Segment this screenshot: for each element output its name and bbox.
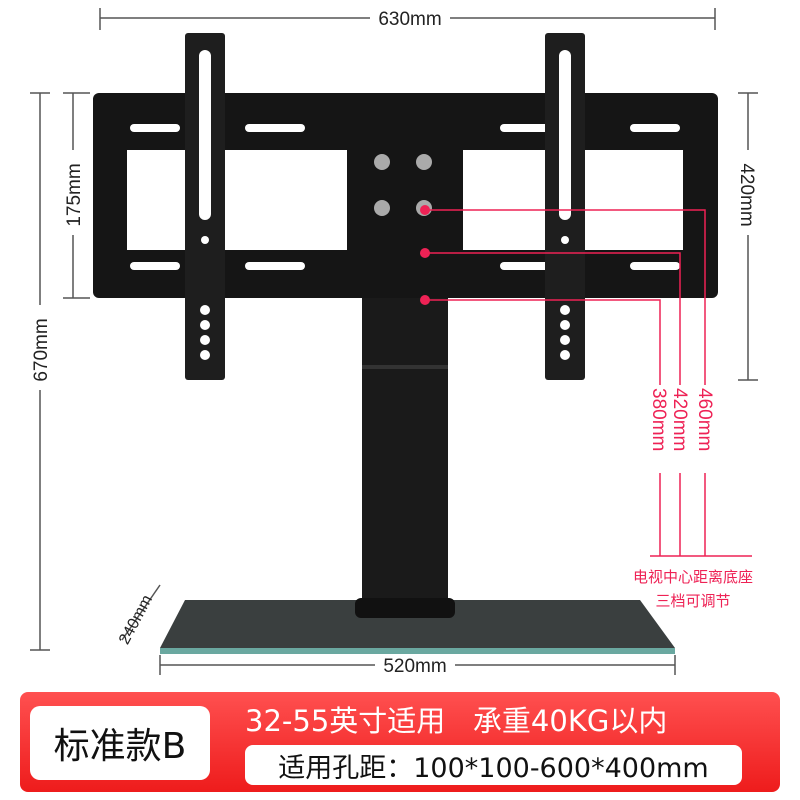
center-note-line1: 电视中心距离底座 (633, 568, 753, 586)
width-label: 630mm (378, 9, 441, 30)
vesa-brackets (185, 33, 585, 380)
base-width-label: 520mm (383, 656, 446, 677)
plate-height-label: 175mm (64, 163, 85, 226)
center-height-420: 420mm (669, 388, 690, 451)
base-depth-label: 240mm (116, 592, 156, 647)
total-height-label: 670mm (31, 318, 52, 381)
center-note-line2: 三档可调节 (655, 592, 730, 610)
glass-base (160, 600, 675, 648)
size-load-text: 32-55英寸适用 承重40KG以内 (245, 704, 668, 738)
center-height-380: 380mm (648, 388, 669, 451)
model-label: 标准款B (30, 706, 210, 780)
center-height-460: 460mm (694, 388, 715, 451)
vesa-text: 适用孔距：100*100-600*400mm (245, 745, 742, 785)
height-right-label: 420mm (736, 163, 757, 226)
product-diagram: 630mm 420mm 175mm 670mm 240mm 520mm (30, 8, 758, 677)
column (362, 298, 448, 608)
spec-banner: 标准款B 32-55英寸适用 承重40KG以内 适用孔距：100*100-600… (20, 692, 780, 792)
